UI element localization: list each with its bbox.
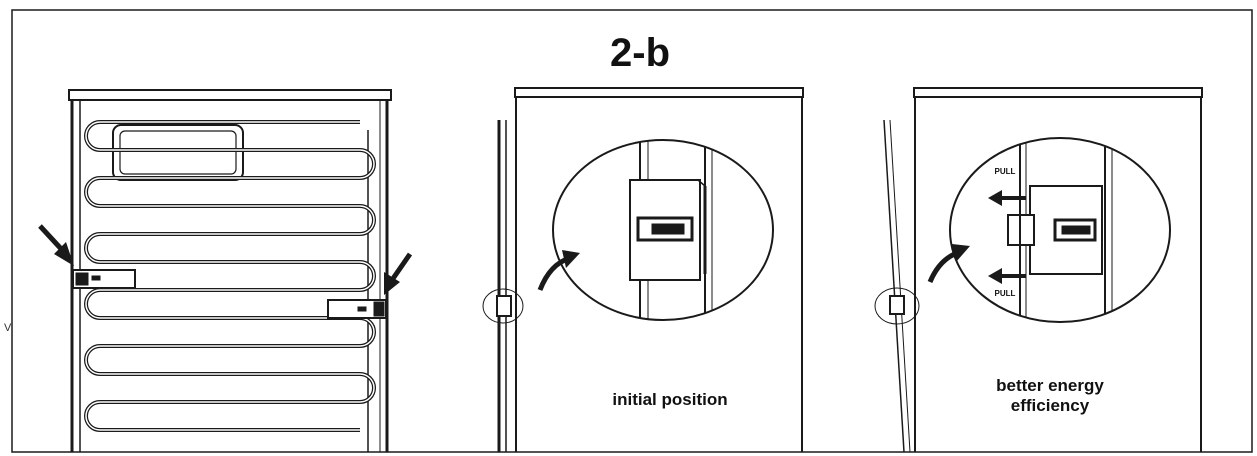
arrow-down-left-icon — [384, 252, 413, 295]
caption-initial-position: initial position — [612, 390, 728, 409]
magnifier-circle-2 — [949, 137, 1171, 323]
magnifier-circle — [552, 139, 774, 321]
side-view-initial — [482, 87, 804, 452]
vent-cover — [112, 124, 244, 181]
pull-label-top: PULL — [994, 167, 1016, 176]
caption-line-1: better energy — [996, 376, 1104, 395]
pull-label-bottom: PULL — [994, 289, 1016, 298]
pull-arrow-icon — [988, 190, 1026, 284]
detail-marker — [482, 288, 524, 324]
figure-title: 2-b — [610, 31, 670, 75]
curved-arrow-head — [562, 250, 580, 268]
figure-frame — [11, 9, 1253, 453]
arrow-down-right-icon — [38, 224, 74, 266]
spacer-right — [327, 299, 387, 319]
caption-energy-efficiency: better energy efficiency — [950, 376, 1150, 415]
fridge-back-panel — [68, 89, 392, 452]
caption-line-2: efficiency — [1010, 395, 1090, 415]
curved-arrow-head-2 — [952, 244, 970, 262]
edge-mark: V — [4, 322, 12, 334]
detail-marker-2 — [874, 287, 920, 325]
side-view-efficient — [874, 87, 1203, 453]
